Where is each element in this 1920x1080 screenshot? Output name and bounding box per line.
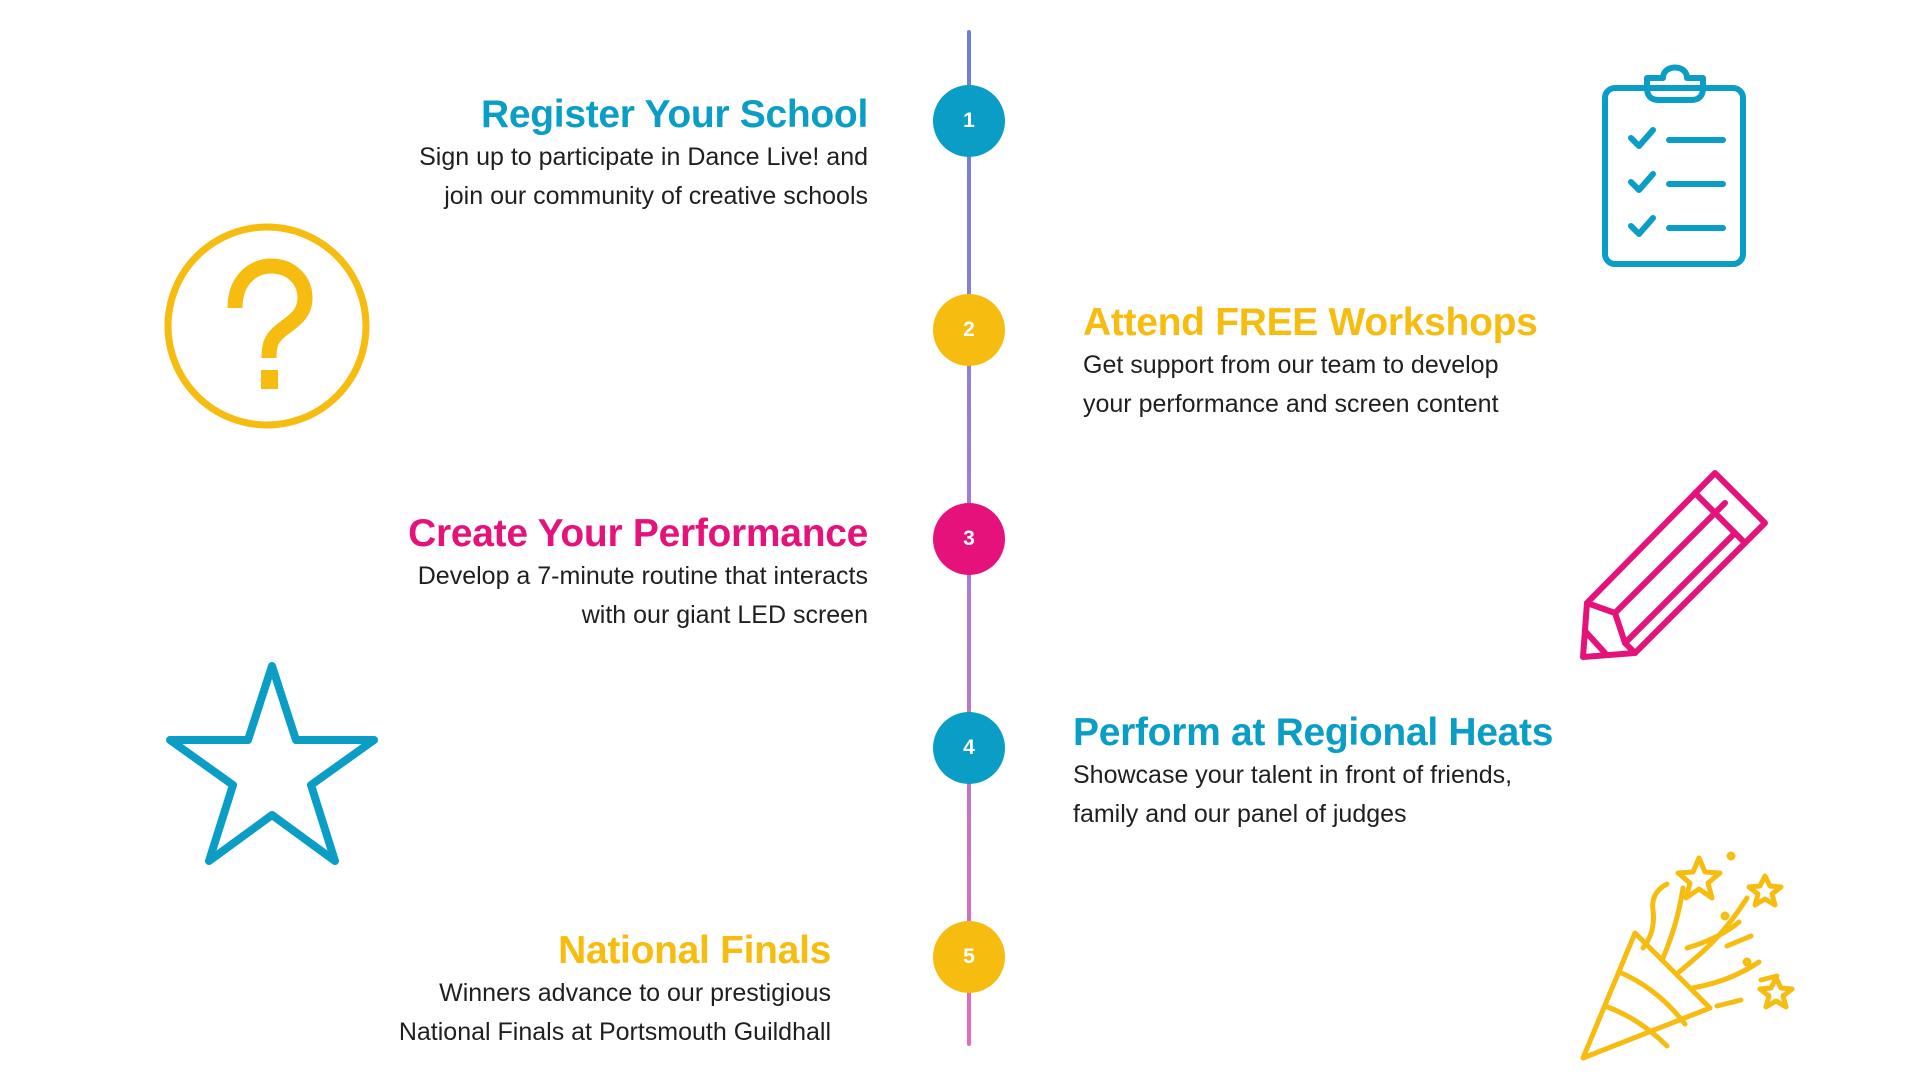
step-1-number-badge: 1 <box>933 85 1005 157</box>
step-1-description-line-1: Sign up to participate in Dance Live! an… <box>419 143 868 171</box>
step-4-number-badge: 4 <box>933 712 1005 784</box>
step-3-number-badge: 3 <box>933 503 1005 575</box>
step-5-description-line-1: Winners advance to our prestigious <box>439 979 831 1007</box>
step-1-description-line-2: join our community of creative schools <box>444 182 868 210</box>
step-4-description-line-1: Showcase your talent in front of friends… <box>1073 761 1513 789</box>
step-2-description-line-2: your performance and screen content <box>1083 390 1499 418</box>
step-2-title: Attend FREE Workshops <box>1083 301 1538 344</box>
step-1-title: Register Your School <box>481 93 868 136</box>
party-popper-icon <box>1580 851 1795 1061</box>
question-mark-circle-icon <box>164 223 370 429</box>
clipboard-checklist-icon <box>1602 64 1746 267</box>
step-2-description-line-1: Get support from our team to develop <box>1083 351 1499 379</box>
step-3-description-line-2: with our giant LED screen <box>581 601 868 629</box>
step-3-description-line-1: Develop a 7-minute routine that interact… <box>417 562 868 590</box>
step-5-number-badge: 5 <box>933 921 1005 993</box>
step-3-title: Create Your Performance <box>408 512 868 555</box>
step-3-text: Create Your Performance Develop a 7-minu… <box>148 511 868 635</box>
step-5-description-line-2: National Finals at Portsmouth Guildhall <box>398 1018 831 1046</box>
step-4-description-line-2: family and our panel of judges <box>1073 800 1407 828</box>
step-4-text: Perform at Regional Heats Showcase your … <box>1073 710 1793 834</box>
step-5-text: National Finals Winners advance to our p… <box>111 928 831 1052</box>
step-4-title: Perform at Regional Heats <box>1073 711 1554 754</box>
pencil-icon <box>1580 470 1768 660</box>
step-2-number-badge: 2 <box>933 294 1005 366</box>
step-1-text: Register Your School Sign up to particip… <box>148 92 868 216</box>
star-outline-icon <box>166 662 378 865</box>
step-2-text: Attend FREE Workshops Get support from o… <box>1083 300 1803 424</box>
step-5-title: National Finals <box>558 929 831 972</box>
